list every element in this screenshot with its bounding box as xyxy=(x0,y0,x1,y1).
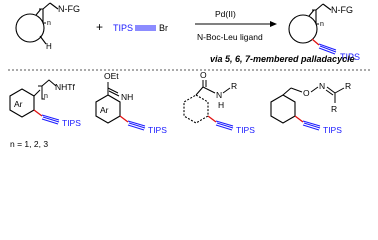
product-alkyne xyxy=(318,43,337,55)
example2-alkyne xyxy=(127,120,146,131)
substrate xyxy=(15,2,59,45)
example2-new-bond xyxy=(119,115,129,123)
substrate-n-label: n xyxy=(47,20,51,27)
example3-n-label: N xyxy=(216,90,222,100)
substrate-h-label: H xyxy=(46,42,52,51)
reagent-tips-label: TIPS xyxy=(113,23,133,33)
substrate-chain xyxy=(35,2,59,24)
example4-c-r-bond xyxy=(334,87,345,94)
catalyst-label: Pd(II) xyxy=(215,9,236,19)
example3-ring-c-bond xyxy=(195,86,204,96)
example1-nhtf-label: NHTf xyxy=(55,82,75,92)
example1-new-bond xyxy=(33,109,43,117)
example3-o-label: O xyxy=(200,70,207,80)
example1-n-note: n = 1, 2, 3 xyxy=(10,139,48,149)
example3-c-n-bond xyxy=(202,86,216,94)
product-tips-label: TIPS xyxy=(340,52,360,62)
example1-tips-label: TIPS xyxy=(62,118,81,128)
example1-ar-label: Ar xyxy=(14,99,23,109)
example-oxime-ether: O N R R TIPS xyxy=(270,81,351,135)
product xyxy=(288,3,332,44)
example2-nh-label: NH xyxy=(121,92,133,102)
palladacycle-caption: via 5, 6, 7-membered palladacycle xyxy=(210,54,355,64)
example4-cn-double-bond-b xyxy=(325,89,334,96)
example4-ch2-o-bond xyxy=(290,87,303,93)
example1-n-label: n xyxy=(44,93,48,100)
example3-r-label: R xyxy=(231,81,237,91)
example4-r-label: R xyxy=(345,81,351,91)
product-ring xyxy=(288,14,318,44)
product-new-bond xyxy=(311,38,320,46)
reaction-scheme: n N-FG H + TIPS Br Pd(II) N-Boc-Leu liga… xyxy=(8,2,372,149)
example1-chain xyxy=(33,79,57,100)
example4-ring-ch2-bond xyxy=(282,87,292,96)
example4-new-bond xyxy=(294,115,304,123)
plus-sign: + xyxy=(96,20,103,34)
example3-new-bond xyxy=(207,115,217,123)
product-nfg-label: N-FG xyxy=(331,5,353,15)
product-chain xyxy=(308,3,332,25)
example4-r2-label: R xyxy=(331,104,337,114)
example1-alkyne xyxy=(41,114,60,125)
example4-o-n-bond xyxy=(310,86,319,93)
example4-benzene-ring xyxy=(270,94,296,124)
substrate-ch-bond xyxy=(39,35,47,45)
example2-cn-double-bond-a xyxy=(107,87,119,94)
example4-n-label: N xyxy=(319,81,325,91)
example2-ar-label: Ar xyxy=(100,105,109,115)
example3-n-r-bond xyxy=(222,87,231,94)
example2-oet-label: OEt xyxy=(104,71,119,81)
example3-h-label: H xyxy=(218,100,224,110)
example3-alkyne xyxy=(215,120,234,131)
substrate-ring xyxy=(15,13,45,43)
example4-cn-double-bond-a xyxy=(326,86,336,94)
example2-benzene-ring xyxy=(95,94,121,124)
example2-tips-label: TIPS xyxy=(148,125,167,135)
example4-tips-label: TIPS xyxy=(323,125,342,135)
example4-o-label: O xyxy=(303,88,310,98)
reagent-alkyne xyxy=(135,25,156,31)
example-imidate: Ar OEt NH TIPS xyxy=(95,71,167,135)
example3-benzene-ring xyxy=(183,94,209,124)
example-sulfonamide: Ar n NHTf TIPS n = 1, 2, 3 xyxy=(9,79,81,149)
example2-cn-double-bond-b xyxy=(108,90,120,97)
reagent-br-label: Br xyxy=(159,23,168,33)
example-amide: O N H R TIPS xyxy=(183,70,255,135)
example3-tips-label: TIPS xyxy=(236,125,255,135)
ligand-label: N-Boc-Leu ligand xyxy=(197,32,263,42)
example4-alkyne xyxy=(302,120,321,131)
product-n-label: n xyxy=(320,21,324,28)
reaction-arrow-head xyxy=(270,21,277,27)
substrate-nfg-label: N-FG xyxy=(58,4,80,14)
